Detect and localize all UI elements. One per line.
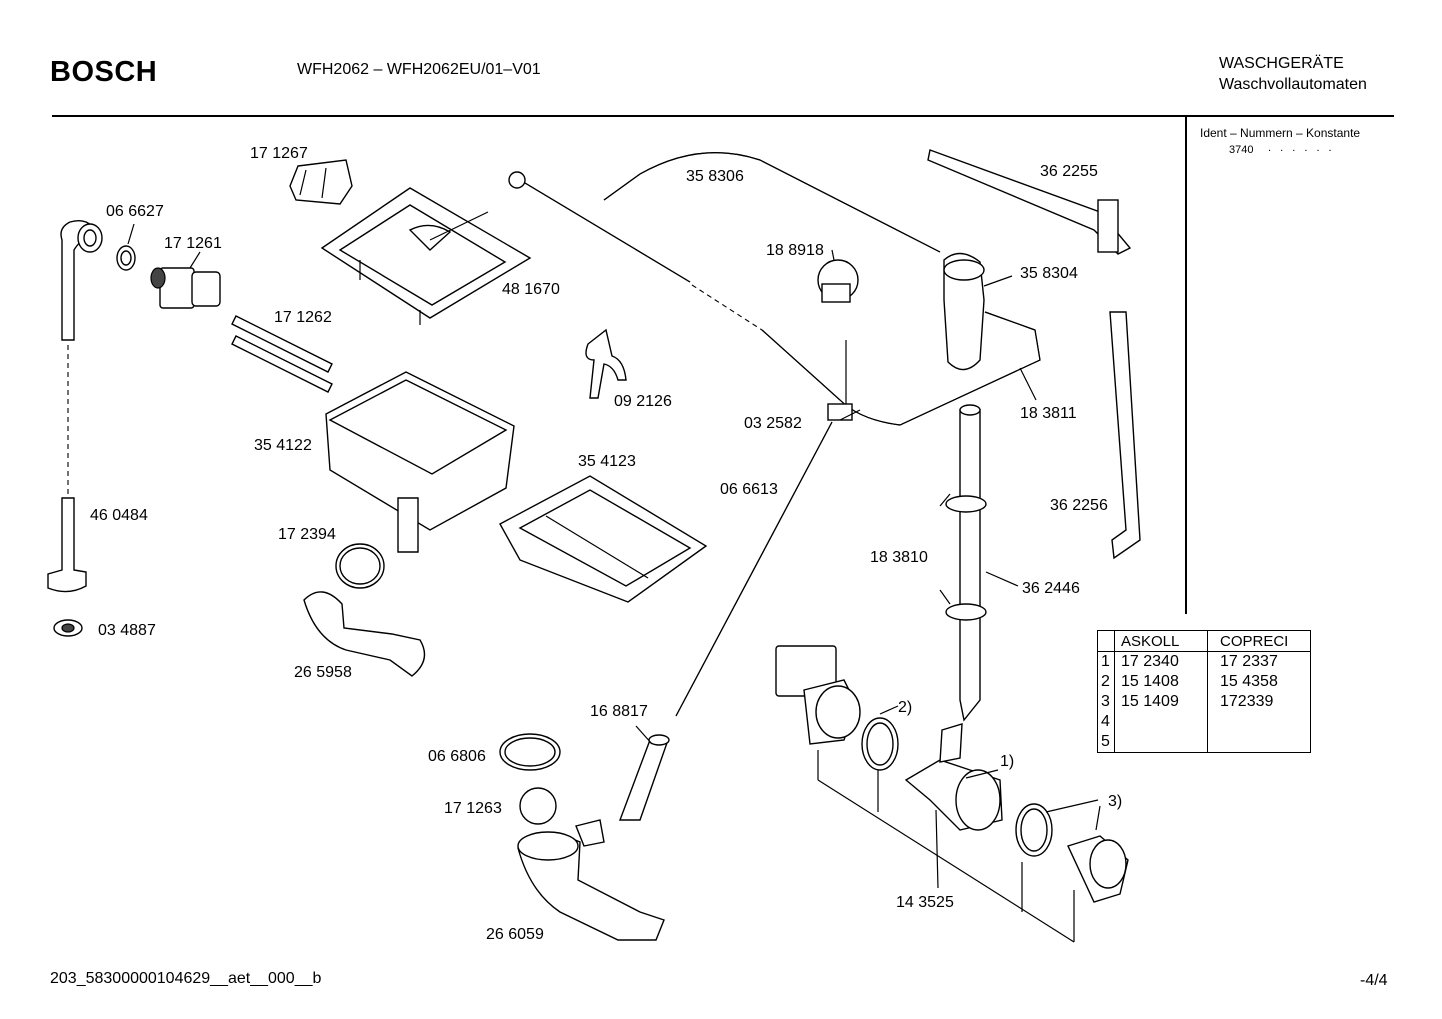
table-row: 4 (1097, 712, 1311, 732)
label-06-6806: 06 6806 (428, 748, 486, 765)
note-2: 2) (898, 699, 912, 716)
sidebar-divider (1185, 117, 1187, 614)
label-26-5958: 26 5958 (294, 664, 352, 681)
label-09-2126: 09 2126 (614, 393, 672, 410)
dispenser-frame-drawing (320, 187, 532, 325)
label-03-2582: 03 2582 (744, 415, 802, 432)
supplier-table-header: ASKOLL COPRECI (1097, 630, 1311, 652)
row-index: 5 (1097, 732, 1115, 753)
label-18-3811: 18 3811 (1020, 405, 1077, 422)
askoll-cell: 15 1408 (1114, 672, 1208, 692)
valve-drawing (150, 251, 221, 309)
label-17-2394: 17 2394 (278, 526, 336, 543)
copreci-cell (1208, 712, 1311, 732)
askoll-cell (1114, 732, 1208, 753)
pressure-chamber-drawing (943, 252, 985, 371)
reference-lines (817, 275, 1101, 943)
row-index: 3 (1097, 692, 1115, 712)
pump-seal-drawing (861, 717, 899, 771)
label-16-8817: 16 8817 (590, 703, 648, 720)
copreci-cell: 172339 (1220, 693, 1274, 710)
brand-logo: BOSCH (50, 56, 158, 88)
float-ball-drawing (519, 787, 557, 825)
askoll-cell (1114, 712, 1208, 732)
label-35-8306: 35 8306 (686, 168, 744, 185)
label-17-1262: 17 1262 (274, 309, 332, 326)
label-17-1263: 17 1263 (444, 800, 502, 817)
sump-hose-drawing (517, 819, 665, 941)
drain-pump-drawing (775, 645, 861, 745)
label-17-1261: 17 1261 (164, 235, 222, 252)
askoll-cell: 17 2340 (1114, 651, 1208, 672)
header-divider (52, 115, 1394, 117)
elbow-hose-drawing (47, 219, 103, 637)
supplier-table: ASKOLL COPRECI 1 17 2340 17 2337 2 15 14… (1097, 630, 1311, 753)
label-35-4123: 35 4123 (578, 453, 636, 470)
category-subtitle: Waschvollautomaten (1219, 76, 1367, 93)
label-48-1670: 48 1670 (502, 281, 560, 298)
copreci-cell: 15 4358 (1220, 673, 1278, 690)
model-number: WFH2062 – WFH2062EU/01–V01 (297, 61, 541, 78)
clamp-ring-drawing (499, 733, 561, 771)
drawer-insert-drawing (499, 475, 708, 603)
exploded-parts-diagram: 17 1267 06 6627 17 1261 48 1670 17 1262 … (47, 145, 1141, 943)
label-14-3525: 14 3525 (896, 894, 954, 911)
side-bracket-drawing (1109, 311, 1141, 560)
rods-drawing (231, 315, 333, 393)
copreci-cell (1208, 732, 1311, 753)
row-index: 2 (1097, 672, 1115, 692)
label-18-3810: 18 3810 (870, 549, 928, 566)
table-row: 2 15 1408 15 4358 (1097, 672, 1311, 692)
label-26-6059: 26 6059 (486, 926, 544, 943)
label-36-2255: 36 2255 (1040, 163, 1098, 180)
drain-tube-drawing (675, 340, 853, 717)
table-row: 1 17 2340 17 2337 (1097, 651, 1311, 672)
seal-ring-drawing (335, 543, 385, 589)
row-index: 4 (1097, 712, 1115, 732)
ident-value: 3740 (1229, 144, 1254, 156)
ident-dots: . . . . . . (1268, 142, 1335, 154)
page-number: -4/4 (1360, 972, 1388, 989)
ring-drawing (116, 223, 136, 271)
label-36-2256: 36 2256 (1050, 497, 1108, 514)
pump-housing-drawing (904, 723, 1003, 831)
document-code: 203_58300000104629__aet__000__b (50, 970, 322, 987)
table-row: 5 (1097, 732, 1311, 753)
copreci-header: COPRECI (1207, 630, 1311, 652)
detergent-drawer-drawing (325, 371, 515, 553)
label-06-6613: 06 6613 (720, 481, 778, 498)
top-bracket-drawing (927, 149, 1132, 255)
connector-drawing (289, 159, 353, 205)
label-03-4887: 03 4887 (98, 622, 156, 639)
row-index: 1 (1097, 651, 1115, 672)
label-46-0484: 46 0484 (90, 507, 148, 524)
drain-hose-drawing (945, 404, 987, 722)
lint-filter-drawing (1067, 835, 1129, 903)
askoll-cell: 15 1409 (1114, 692, 1208, 712)
label-35-4122: 35 4122 (254, 437, 312, 454)
note-3: 3) (1108, 793, 1122, 810)
heater-sleeve-drawing (618, 725, 670, 821)
category-title: WASCHGERÄTE (1219, 55, 1344, 72)
label-35-8304: 35 8304 (1020, 265, 1078, 282)
bellow-hose-drawing (303, 591, 426, 677)
askoll-header: ASKOLL (1114, 630, 1208, 652)
hook-drawing (585, 328, 627, 399)
filter-seal-drawing (1015, 803, 1053, 857)
note-1: 1) (1000, 753, 1014, 770)
copreci-cell: 17 2337 (1220, 653, 1278, 670)
index-header (1097, 630, 1115, 652)
label-18-8918: 18 8918 (766, 242, 824, 259)
ident-label: Ident – Nummern – Konstante (1200, 126, 1361, 140)
table-row: 3 15 1409 172339 (1097, 692, 1311, 712)
label-36-2446: 36 2446 (1022, 580, 1080, 597)
label-17-1267: 17 1267 (250, 145, 308, 162)
pressure-switch-drawing (817, 249, 859, 303)
label-06-6627: 06 6627 (106, 203, 164, 220)
top-hose-drawing (508, 152, 1041, 426)
